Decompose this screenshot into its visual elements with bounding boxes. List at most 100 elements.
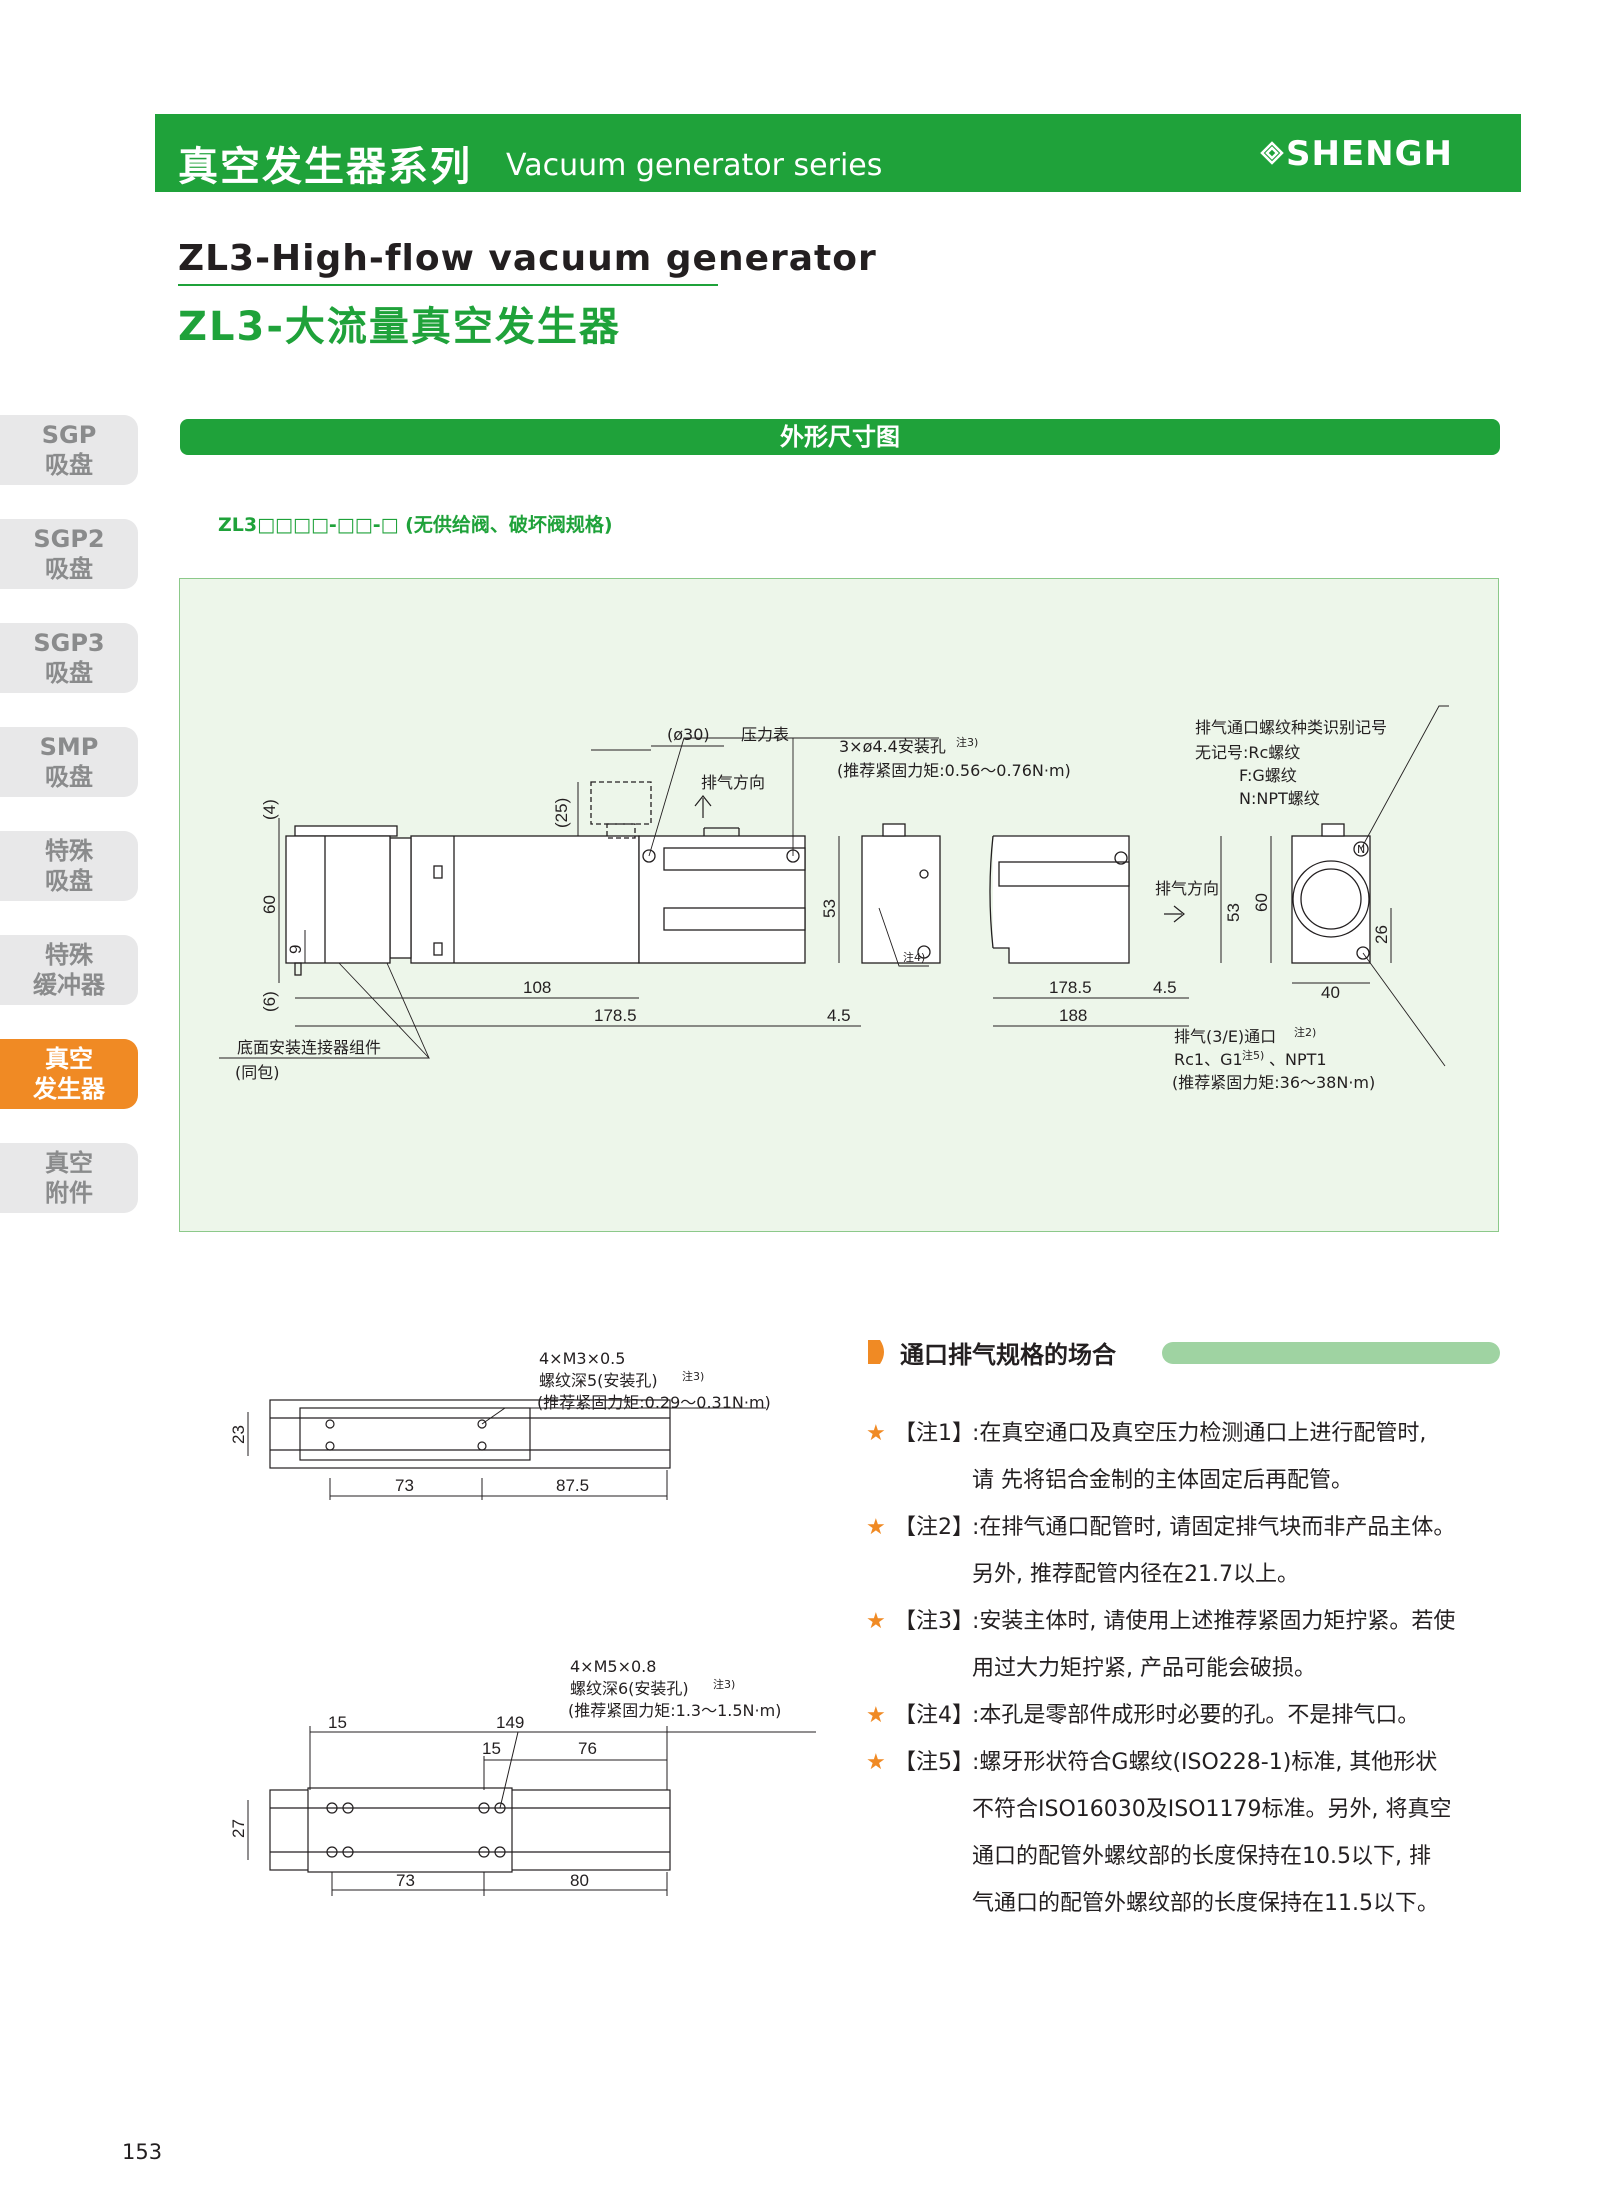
dim-108: 108 (523, 978, 551, 997)
dim-26: 26 (1372, 925, 1391, 944)
sidebar-item-special-cup[interactable]: 特殊吸盘 (0, 831, 138, 901)
header-title-cn: 真空发生器系列 (178, 144, 472, 190)
m5-depth-label: 螺纹深6(安装孔) (570, 1679, 689, 1698)
m5-torque-label: (推荐紧固力矩:1.3～1.5N·m) (568, 1701, 781, 1720)
page-number: 153 (122, 2140, 163, 2164)
star-icon: ★ (866, 1421, 886, 1446)
port-id-n: N:NPT螺纹 (1239, 789, 1320, 808)
sidebar-item-sublabel: 缓冲器 (33, 971, 105, 999)
note-item-4: ★ 【注4】 :本孔是零部件成形时必要的孔。不是排气口。 (866, 1692, 1506, 1739)
sidebar-item-special-buffer[interactable]: 特殊缓冲器 (0, 935, 138, 1005)
exhaust-threads-a: Rc1、G1 (1174, 1050, 1243, 1069)
page-title-en: ZL3-High-flow vacuum generator (178, 238, 877, 279)
port-id-f: F:G螺纹 (1239, 766, 1297, 785)
exhaust-port-label: 排气(3/E)通口 (1174, 1027, 1276, 1046)
sidebar-item-vacuum-generator[interactable]: 真空发生器 (0, 1039, 138, 1109)
note4-label: 注4) (903, 950, 925, 964)
note-item-5: ★ 【注5】 :螺牙形状符合G螺纹(ISO228-1)标准, 其他形状 不符合I… (866, 1739, 1506, 1927)
sidebar-item-label: 特殊 (45, 837, 93, 865)
star-icon: ★ (866, 1703, 886, 1728)
sidebar-item-sublabel: 发生器 (33, 1075, 105, 1103)
model-code: ZL3□□□□-□□-□ (无供给阀、破坏阀规格) (218, 514, 613, 536)
dimension-drawing: (ø30) 压力表 排气方向 3×ø4.4安装孔 注3) (推荐紧固力矩:0.5… (219, 705, 1449, 1092)
dim-188: 188 (1059, 1006, 1087, 1025)
m5-note-label: 注3) (713, 1677, 735, 1691)
port-id-title: 排气通口螺纹种类识别记号 (1195, 718, 1387, 737)
star-icon: ★ (866, 1515, 886, 1540)
note-item-2: ★ 【注2】 :在排气通口配管时, 请固定排气块而非产品主体。 另外, 推荐配管… (866, 1504, 1506, 1598)
sidebar-item-label: 特殊 (45, 941, 93, 969)
sidebar-item-sublabel: 吸盘 (45, 763, 93, 791)
mounting-holes-torque: (推荐紧固力矩:0.56～0.76N·m) (837, 761, 1071, 780)
bottom-mount-label: 底面安装连接器组件 (237, 1038, 381, 1057)
notes-heading-decoration (868, 1340, 1500, 1364)
dim-73-b: 73 (396, 1871, 415, 1890)
title-underline (178, 284, 718, 286)
dim-25: (25) (552, 798, 571, 828)
sidebar-item-label: SGP2 (33, 525, 105, 553)
notes-list: ★ 【注1】 :在真空通口及真空压力检测通口上进行配管时, 请 先将铝合金制的主… (866, 1410, 1506, 1927)
dim-6: (6) (260, 991, 279, 1012)
port-id-none: 无记号:Rc螺纹 (1195, 743, 1300, 762)
sidebar-item-label: SGP3 (33, 629, 105, 657)
notes-heading: 通口排气规格的场合 (900, 1341, 1116, 1369)
dim-178-5-rear: 178.5 (1049, 978, 1092, 997)
note-item-3: ★ 【注3】 :安装主体时, 请使用上述推荐紧固力矩拧紧。若使 用过大力矩拧紧,… (866, 1598, 1506, 1692)
header-title-en: Vacuum generator series (506, 148, 883, 183)
m5-thread-label: 4×M5×0.8 (570, 1657, 656, 1676)
note-text: :安装主体时, 请使用上述推荐紧固力矩拧紧。若使 用过大力矩拧紧, 产品可能会破… (972, 1609, 1456, 1681)
note-tag: 【注2】 (894, 1515, 974, 1540)
m3-thread-label: 4×M3×0.5 (539, 1349, 625, 1368)
mounting-holes-note: 注3) (956, 735, 978, 749)
bottom-mount-sublabel: (同包) (235, 1063, 280, 1082)
dim-4: (4) (260, 799, 279, 820)
exhaust-threads-note: 注5) (1242, 1048, 1264, 1062)
dim-80: 80 (570, 1871, 589, 1890)
dim-76: 76 (578, 1739, 597, 1758)
exhaust-torque: (推荐紧固力矩:36～38N·m) (1172, 1073, 1375, 1092)
star-icon: ★ (866, 1609, 886, 1634)
note-text: :本孔是零部件成形时必要的孔。不是排气口。 (972, 1703, 1420, 1728)
exhaust-dir-label-2: 排气方向 (1155, 879, 1219, 898)
m3-torque-label: (推荐紧固力矩:0.29～0.31N·m) (537, 1393, 771, 1412)
dim-73-a: 73 (395, 1476, 414, 1495)
gauge-label: 压力表 (741, 725, 789, 744)
sidebar-item-sublabel: 吸盘 (45, 451, 93, 479)
star-icon: ★ (866, 1750, 886, 1775)
note-text: :螺牙形状符合G螺纹(ISO228-1)标准, 其他形状 不符合ISO16030… (972, 1750, 1452, 1916)
m3-note-label: 注3) (682, 1369, 704, 1383)
dim-4-5-rear: 4.5 (1153, 978, 1177, 997)
note-tag: 【注3】 (894, 1609, 974, 1634)
brand-logo: SHENGH (1260, 134, 1452, 172)
section-title-bar: 外形尺寸图 (180, 419, 1500, 455)
dim-60-left: 60 (260, 895, 279, 914)
sidebar-item-vacuum-accessories[interactable]: 真空附件 (0, 1143, 138, 1213)
dim-23: 23 (229, 1425, 248, 1444)
sidebar-item-label: 真空 (45, 1149, 93, 1177)
dim-40: 40 (1321, 983, 1340, 1002)
sidebar-item-sublabel: 吸盘 (45, 659, 93, 687)
note-tag: 【注4】 (894, 1703, 974, 1728)
dim-178-5-front: 178.5 (594, 1006, 637, 1025)
hole-pattern-drawing-m5: 4×M5×0.8 螺纹深6(安装孔) 注3) (推荐紧固力矩:1.3～1.5N·… (229, 1657, 816, 1896)
mounting-holes-label: 3×ø4.4安装孔 (839, 737, 946, 756)
exhaust-threads-b: 、NPT1 (1269, 1050, 1327, 1069)
sidebar-item-sublabel: 吸盘 (45, 867, 93, 895)
sidebar-item-label: SMP (39, 733, 99, 761)
exhaust-port-note: 注2) (1294, 1025, 1316, 1039)
gauge-dia-label: (ø30) (667, 725, 710, 744)
sidebar-item-label: 真空 (45, 1045, 93, 1073)
dim-9: 9 (286, 945, 305, 954)
sidebar-item-label: SGP (41, 421, 97, 449)
note-tag: 【注1】 (894, 1421, 974, 1446)
hole-pattern-drawing-m3: 4×M3×0.5 螺纹深5(安装孔) 注3) (推荐紧固力矩:0.29～0.31… (229, 1349, 771, 1500)
dim-15-b: 15 (482, 1739, 501, 1758)
dim-15-a: 15 (328, 1713, 347, 1732)
note-text: :在真空通口及真空压力检测通口上进行配管时, 请 先将铝合金制的主体固定后再配管… (972, 1421, 1427, 1493)
dim-53-front: 53 (820, 899, 839, 918)
sidebar-item-sublabel: 附件 (45, 1179, 93, 1207)
